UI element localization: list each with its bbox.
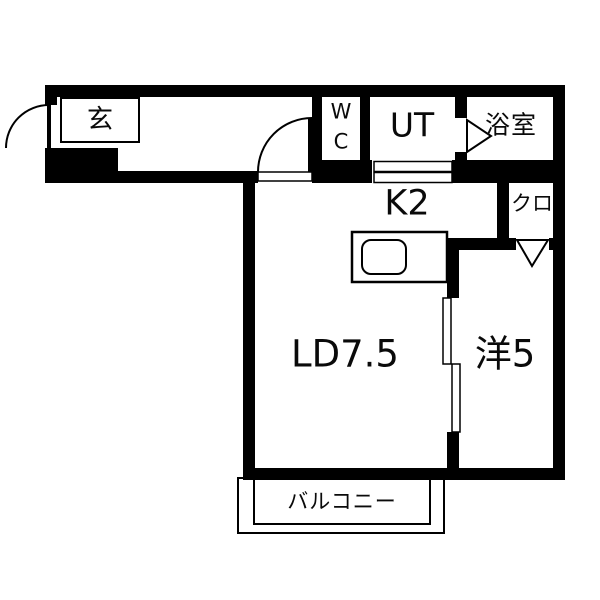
wall-left-main xyxy=(243,171,255,480)
wall-room-divider-top xyxy=(447,250,459,298)
ut-door-panel-icon xyxy=(373,160,453,173)
western-room-label: 洋5 xyxy=(474,332,536,376)
closet-label: クロ xyxy=(511,191,553,216)
hall-door-arc-icon xyxy=(257,117,313,173)
wall-right xyxy=(553,85,565,480)
wall-under-wc xyxy=(312,160,372,183)
kitchen-sink-icon xyxy=(361,239,407,275)
kitchen-label: K2 xyxy=(384,183,430,224)
ut-door-panel2-icon xyxy=(373,171,453,184)
hall-door-frame-icon xyxy=(257,171,313,182)
living-dining-label: LD7.5 xyxy=(291,332,399,376)
wall-ut-bath-upper xyxy=(455,97,467,118)
wall-ut-bath-lower xyxy=(455,152,467,160)
wall-entrance-bottom xyxy=(45,171,258,183)
entrance-door-arc-icon xyxy=(5,104,50,149)
bath-door-triangle-icon xyxy=(466,118,493,154)
partition-panel2-icon xyxy=(451,363,461,433)
entrance-label: 玄 xyxy=(86,105,114,135)
wall-left-entrance-upper xyxy=(45,85,57,105)
partition-panel1-icon xyxy=(442,297,452,365)
wall-wc-right xyxy=(360,97,370,160)
wall-closet-bottom-left xyxy=(447,238,516,250)
wall-closet-bottom-right xyxy=(549,238,565,250)
closet-door-triangle-icon xyxy=(515,239,550,268)
balcony-label: バルコニー xyxy=(287,489,397,514)
utility-label: UT xyxy=(389,105,435,145)
wall-under-bath xyxy=(452,160,565,183)
balcony-inner-outline xyxy=(253,477,431,525)
entrance-step-box xyxy=(60,97,140,143)
wc-label-line2: C xyxy=(333,129,349,154)
wall-wc-left xyxy=(312,97,322,160)
wall-top xyxy=(45,85,565,97)
wc-label-line1: W xyxy=(330,99,352,124)
bathroom-label: 浴室 xyxy=(484,110,538,140)
wall-closet-left xyxy=(497,183,509,250)
wall-room-divider-bottom xyxy=(447,432,459,480)
